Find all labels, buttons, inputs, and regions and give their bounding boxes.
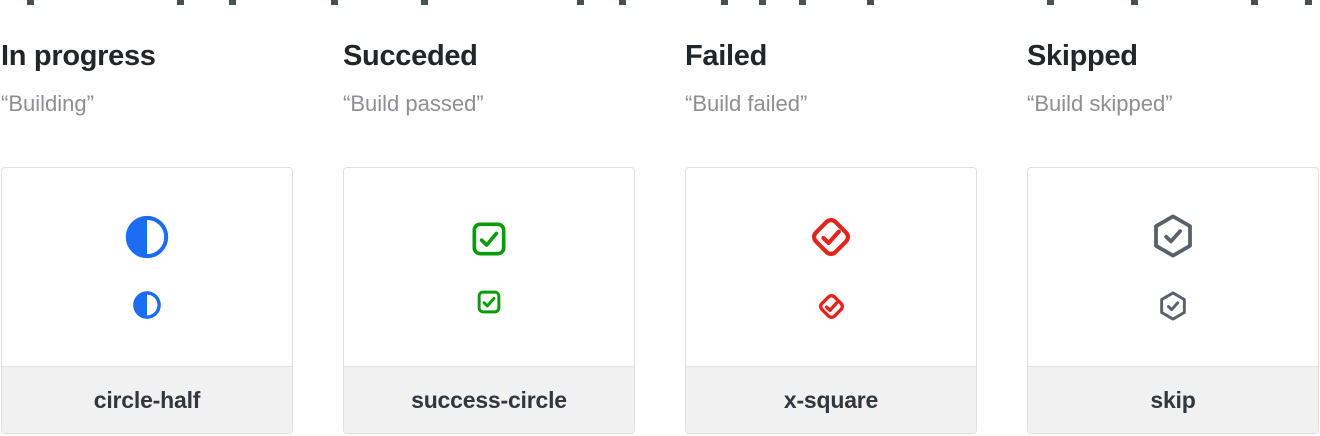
circle-half-icon xyxy=(125,215,169,259)
status-subtitle: “Build passed” xyxy=(343,91,484,116)
icon-name-footer: skip xyxy=(1028,366,1318,433)
status-subtitle: “Build failed” xyxy=(685,91,808,116)
status-heading: Failed xyxy=(685,40,767,72)
status-subtitle: “Build skipped” xyxy=(1027,91,1173,116)
icon-card: skip xyxy=(1027,167,1319,434)
icon-preview-area xyxy=(2,168,292,366)
status-column-succeeded: Succeded “Build passed” success-circle xyxy=(343,0,635,434)
icon-card: circle-half xyxy=(1,167,293,434)
status-column-failed: Failed “Build failed” x-square xyxy=(685,0,977,434)
icon-name-label: success-circle xyxy=(411,386,567,413)
circle-half-icon xyxy=(133,291,161,319)
icon-card: success-circle xyxy=(343,167,635,434)
check-diamond-icon xyxy=(812,217,850,256)
icon-name-label: skip xyxy=(1150,386,1196,413)
icon-name-footer: circle-half xyxy=(2,366,292,433)
icon-name-footer: x-square xyxy=(686,366,976,433)
check-square-icon xyxy=(472,222,506,256)
icon-preview-area xyxy=(344,168,634,366)
status-heading: Succeded xyxy=(343,40,478,72)
icon-card: x-square xyxy=(685,167,977,434)
status-column-skipped: Skipped “Build skipped” skip xyxy=(1027,0,1319,434)
icon-preview-area xyxy=(686,168,976,366)
check-hexagon-icon xyxy=(1154,214,1192,258)
icon-name-footer: success-circle xyxy=(344,366,634,433)
check-hexagon-icon xyxy=(1160,291,1186,321)
icon-name-label: x-square xyxy=(783,386,879,413)
check-diamond-icon xyxy=(818,293,844,319)
check-square-icon xyxy=(477,290,501,314)
status-subtitle: “Building” xyxy=(1,91,94,116)
icon-name-label: circle-half xyxy=(93,386,201,413)
status-heading: Skipped xyxy=(1027,40,1138,72)
icon-preview-area xyxy=(1028,168,1318,366)
status-heading: In progress xyxy=(1,40,156,72)
status-column-in-progress: In progress “Building” circle-half xyxy=(1,0,293,434)
